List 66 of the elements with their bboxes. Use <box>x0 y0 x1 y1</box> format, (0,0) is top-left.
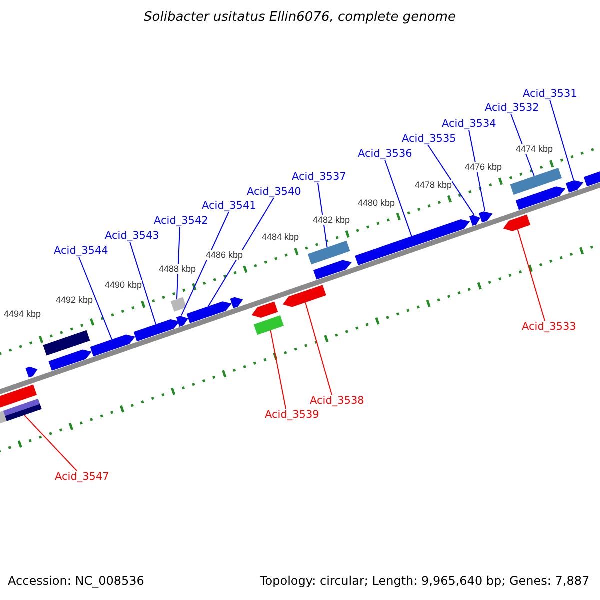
scale-label: 4488 kbp <box>159 264 196 274</box>
gene-label: Acid_3535 <box>402 133 456 145</box>
gene-feature <box>26 366 38 378</box>
leader-line <box>24 414 78 472</box>
gene-label: Acid_3539 <box>265 409 320 421</box>
gene-feature <box>516 186 566 210</box>
leader-line <box>305 302 332 396</box>
scale-label: 4486 kbp <box>206 250 244 260</box>
gene-feature <box>282 285 326 308</box>
scale-label: 4484 kbp <box>262 232 300 242</box>
gene-label: Acid_3544 <box>54 245 108 257</box>
leader-line <box>270 330 286 410</box>
diagram-title: Solibacter usitatus Ellin6076, complete genome <box>143 10 457 25</box>
leader-line <box>130 242 157 326</box>
gene-feature <box>566 180 584 193</box>
gene-feature <box>230 297 244 308</box>
leader-line <box>176 226 180 300</box>
gene-label: Acid_3531 <box>523 88 578 100</box>
gene-feature <box>43 330 90 356</box>
gene-feature <box>176 316 188 327</box>
gene-feature <box>503 214 531 232</box>
gene-label: Acid_3534 <box>442 118 496 130</box>
scale-label: 4480 kbp <box>358 198 396 208</box>
gene-feature <box>252 302 278 318</box>
gene-feature <box>313 260 352 280</box>
scale-label: 4492 kbp <box>56 295 94 305</box>
gene-feature <box>510 168 562 195</box>
gene-feature <box>90 334 136 357</box>
leader-line <box>384 160 412 237</box>
gene-feature <box>3 398 42 422</box>
scale-label: 4474 kbp <box>516 144 554 154</box>
scale-label: 4476 kbp <box>465 162 502 172</box>
gene-feature <box>170 297 187 312</box>
leader-line <box>517 229 546 322</box>
leader-line <box>78 256 113 340</box>
scale-label: 4494 kbp <box>4 309 42 319</box>
gene-feature <box>308 240 350 265</box>
scale-label: 4490 kbp <box>105 280 142 290</box>
gene-feature <box>254 316 284 336</box>
gene-label: Acid_3536 <box>358 148 412 160</box>
footer-text: Accession: NC_008536 <box>8 574 144 588</box>
gene-feature <box>0 384 38 408</box>
leader-line <box>468 130 486 212</box>
gene-feature <box>469 215 481 226</box>
gene-feature <box>48 350 92 371</box>
scale-label: 4478 kbp <box>415 180 452 190</box>
gene-feature <box>0 410 7 424</box>
leader-line <box>181 212 230 316</box>
leader-line <box>208 198 274 307</box>
gene-label: Acid_3538 <box>310 395 364 407</box>
scale-label: 4482 kbp <box>313 215 350 225</box>
footer-text: Topology: circular; Length: 9,965,640 bp; Genes: 7,887 <box>260 574 590 588</box>
gene-feature <box>355 220 470 266</box>
gene-label: Acid_3542 <box>154 215 208 227</box>
gene-label: Acid_3543 <box>105 230 160 242</box>
gene-label: Acid_3533 <box>522 321 576 333</box>
gene-feature <box>478 212 493 223</box>
gene-label: Acid_3547 <box>55 471 110 483</box>
gene-label: Acid_3540 <box>247 186 302 198</box>
gene-feature <box>134 319 180 342</box>
gene-feature <box>186 302 232 324</box>
gene-label: Acid_3541 <box>202 200 256 212</box>
leader-line <box>428 144 475 216</box>
gene-label: Acid_3532 <box>485 102 540 114</box>
leader-line <box>550 100 574 182</box>
gene-label: Acid_3537 <box>292 171 346 183</box>
